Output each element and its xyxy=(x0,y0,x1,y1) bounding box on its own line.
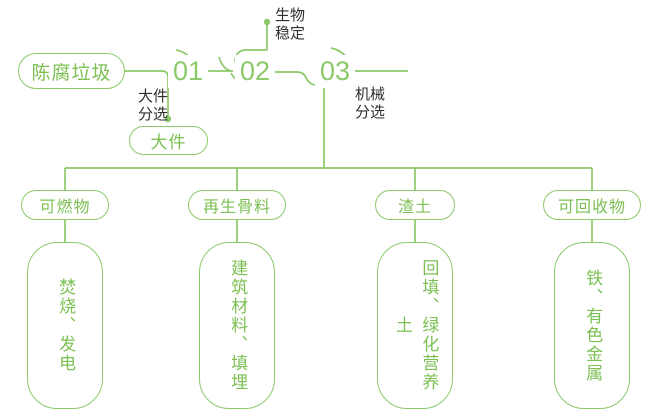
outcome-box-1-text: 焚烧、发电 xyxy=(56,278,76,373)
stage-02-side-label: 生物 稳定 xyxy=(275,7,306,43)
stage-number-01[interactable]: 01 xyxy=(168,55,208,88)
node-bulky-output[interactable]: 大件 xyxy=(129,126,208,155)
stage-number-02[interactable]: 02 xyxy=(235,55,275,88)
category-pill-3[interactable]: 渣土 xyxy=(375,190,455,220)
stage-number-03-text: 03 xyxy=(319,56,351,86)
node-source-label: 陈腐垃圾 xyxy=(31,62,112,84)
category-pill-4[interactable]: 可回收物 xyxy=(543,190,641,220)
stage-number-01-text: 01 xyxy=(172,56,204,86)
category-pill-3-label: 渣土 xyxy=(397,199,432,216)
dot-bulky xyxy=(164,115,172,123)
dot-biostable xyxy=(263,18,271,26)
wire-02-arc-left xyxy=(218,56,233,72)
category-pill-1-label: 可燃物 xyxy=(39,199,91,216)
stage-01-side-label: 大件 分选 xyxy=(137,88,168,124)
category-pill-1[interactable]: 可燃物 xyxy=(21,190,109,220)
outcome-box-4[interactable]: 铁、有色金属 xyxy=(554,242,630,409)
outcome-box-2-text: 建筑材料、填埋 xyxy=(228,259,248,392)
category-pill-4-label: 可回收物 xyxy=(557,199,626,216)
wire-03-to-bus xyxy=(315,77,325,168)
category-pill-2[interactable]: 再生骨料 xyxy=(188,190,286,220)
outcome-box-2[interactable]: 建筑材料、填埋 xyxy=(199,242,275,409)
category-pill-2-label: 再生骨料 xyxy=(202,199,271,216)
outcome-box-3-text: 回填、绿化营养土 xyxy=(393,259,439,392)
stage-number-02-text: 02 xyxy=(239,56,271,86)
wire-source-to-01 xyxy=(124,70,169,86)
outcome-box-3[interactable]: 回填、绿化营养土 xyxy=(377,242,453,409)
outcome-box-4-text: 铁、有色金属 xyxy=(583,268,603,383)
node-bulky-output-label: 大件 xyxy=(150,133,187,152)
node-source[interactable]: 陈腐垃圾 xyxy=(18,53,125,89)
stage-03-side-label: 机械 分选 xyxy=(355,86,386,122)
outcome-box-1[interactable]: 焚烧、发电 xyxy=(27,242,103,409)
stage-number-03[interactable]: 03 xyxy=(315,55,355,88)
